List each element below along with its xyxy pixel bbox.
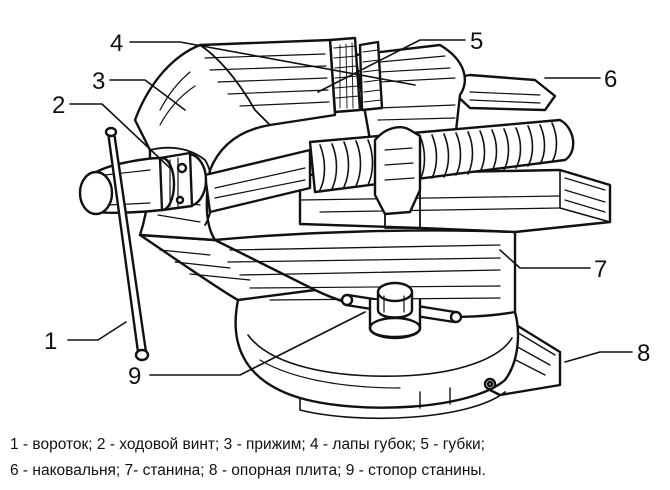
- callout-9: 9: [128, 363, 141, 390]
- leader-8: [564, 351, 633, 363]
- callout-4: 4: [110, 30, 123, 57]
- leader-4: [129, 41, 416, 86]
- leader-2: [69, 103, 171, 169]
- leader-3: [109, 79, 186, 111]
- callout-7: 7: [594, 256, 607, 283]
- jaw-inserts: [328, 36, 384, 114]
- callout-6: 6: [604, 66, 617, 93]
- parts-legend: 1 - вороток; 2 - ходовой винт; 3 - прижи…: [10, 432, 665, 484]
- callout-1: 1: [44, 328, 57, 355]
- bench-vise-illustration: 1 2 3 4 5 6 7 8 9: [44, 28, 650, 420]
- callout-3: 3: [92, 68, 105, 95]
- handle-lever: [78, 126, 164, 362]
- anvil: [438, 73, 557, 112]
- legend-line-2: 6 - наковальня; 7- станина; 8 - опорная …: [10, 462, 486, 479]
- legend-line-1: 1 - вороток; 2 - ходовой винт; 3 - прижи…: [10, 436, 485, 453]
- screw-nut: [373, 126, 422, 229]
- vise-frame: [138, 229, 517, 319]
- leader-1: [67, 321, 127, 341]
- callout-2: 2: [52, 92, 65, 119]
- leader-7: [499, 249, 591, 269]
- callout-8: 8: [637, 340, 650, 367]
- callout-5: 5: [470, 28, 483, 55]
- callout-leaders: [67, 39, 633, 376]
- swivel-base: [234, 298, 520, 420]
- swivel-lock: [340, 281, 463, 340]
- leader-9: [149, 311, 366, 376]
- leader-5: [317, 39, 466, 93]
